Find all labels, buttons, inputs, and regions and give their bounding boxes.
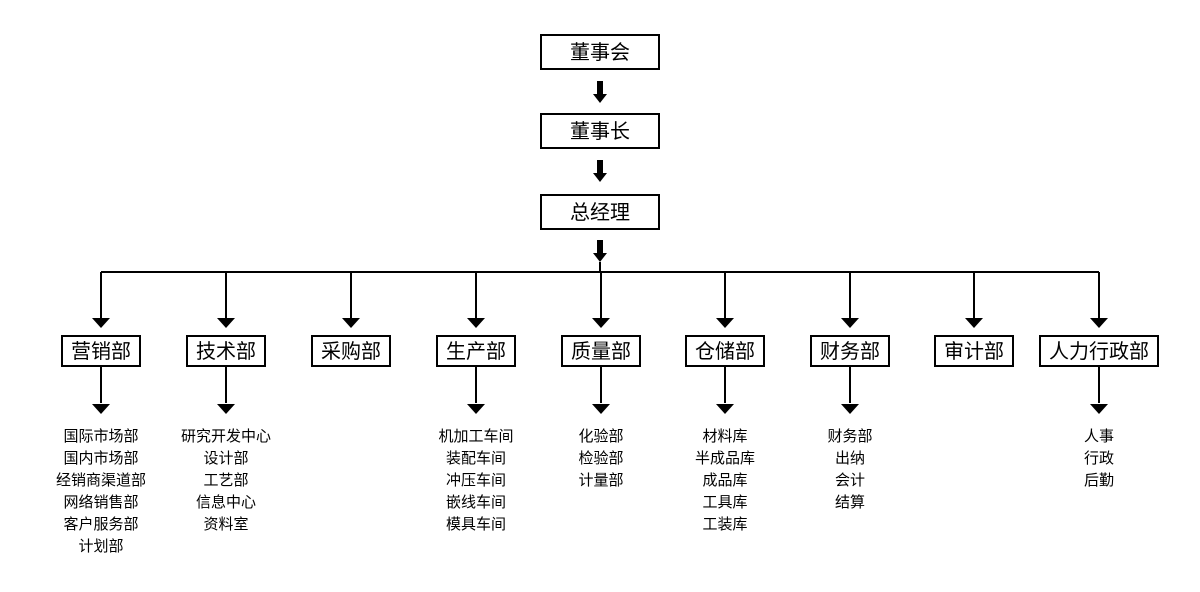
dept-box-6-label: 财务部 <box>820 339 880 363</box>
dept-box-8: 人力行政部 <box>1039 335 1159 367</box>
dept-box-1-label: 技术部 <box>196 339 256 363</box>
top-box-2-frame <box>540 194 660 230</box>
arrow-chain-1-shaft <box>597 81 603 94</box>
top-box-1: 董事长 <box>540 113 660 149</box>
dept-box-3: 生产部 <box>436 335 516 367</box>
sub-item: 化验部 <box>578 427 623 445</box>
dept-arrow-4 <box>592 318 610 328</box>
dept-box-3-frame <box>436 335 516 367</box>
dept-arrow-5 <box>716 318 734 328</box>
sub-item: 计量部 <box>578 471 623 489</box>
dept-box-7-label: 审计部 <box>944 339 1004 363</box>
dept-box-4-label: 质量部 <box>571 339 631 363</box>
top-box-1-frame <box>540 113 660 149</box>
sub-item: 工装库 <box>702 515 747 533</box>
dept-box-2: 采购部 <box>311 335 391 367</box>
dept-box-2-frame <box>311 335 391 367</box>
dept-arrow-2 <box>342 318 360 328</box>
arrow-chain-3-head <box>593 253 607 262</box>
arrow-chain-2-shaft <box>597 160 603 173</box>
sub-item: 工具库 <box>702 493 747 511</box>
sub-item: 信息中心 <box>196 493 256 511</box>
sub-arrow-8 <box>1090 404 1108 414</box>
top-box-0-label: 董事会 <box>570 40 630 64</box>
dept-box-7: 审计部 <box>934 335 1014 367</box>
sub-item: 经销商渠道部 <box>56 471 146 489</box>
sub-item: 行政 <box>1084 449 1114 467</box>
sub-item: 检验部 <box>578 449 623 467</box>
sub-item: 机加工车间 <box>438 427 513 445</box>
top-box-1-label: 董事长 <box>570 119 630 143</box>
top-box-0: 董事会 <box>540 34 660 70</box>
sub-arrow-5 <box>716 404 734 414</box>
dept-arrow-0 <box>92 318 110 328</box>
dept-arrow-3 <box>467 318 485 328</box>
dept-arrow-8 <box>1090 318 1108 328</box>
dept-box-1-frame <box>186 335 266 367</box>
dept-box-8-label: 人力行政部 <box>1049 339 1149 363</box>
arrow-chain-3 <box>593 240 607 262</box>
arrow-chain-1 <box>593 81 607 103</box>
dept-box-2-label: 采购部 <box>321 339 381 363</box>
sub-arrow-0 <box>92 404 110 414</box>
sub-arrow-6 <box>841 404 859 414</box>
sub-item: 出纳 <box>835 449 865 467</box>
sub-arrow-3 <box>467 404 485 414</box>
arrow-chain-3-shaft <box>597 240 603 253</box>
sub-item: 半成品库 <box>695 449 755 467</box>
sub-item: 客户服务部 <box>63 515 138 533</box>
sub-item: 研究开发中心 <box>181 427 271 445</box>
sub-item: 嵌线车间 <box>446 493 506 511</box>
sub-item: 财务部 <box>827 427 872 445</box>
sub-item: 冲压车间 <box>446 471 506 489</box>
sub-item: 设计部 <box>203 449 248 467</box>
sub-item: 会计 <box>835 471 865 489</box>
sub-item: 材料库 <box>702 427 747 445</box>
dept-box-3-label: 生产部 <box>446 339 506 363</box>
sub-item: 国际市场部 <box>63 427 138 445</box>
dept-box-1: 技术部 <box>186 335 266 367</box>
top-box-2: 总经理 <box>540 194 660 230</box>
sub-item: 装配车间 <box>446 449 506 467</box>
sub-item: 工艺部 <box>203 471 248 489</box>
sub-item: 国内市场部 <box>63 449 138 467</box>
top-box-0-frame <box>540 34 660 70</box>
sub-item: 网络销售部 <box>63 493 138 511</box>
sub-item: 模具车间 <box>446 515 506 533</box>
arrow-chain-2 <box>593 160 607 182</box>
dept-arrow-1 <box>217 318 235 328</box>
dept-box-4: 质量部 <box>561 335 641 367</box>
dept-box-5-frame <box>685 335 765 367</box>
dept-box-5: 仓储部 <box>685 335 765 367</box>
dept-box-7-frame <box>934 335 1014 367</box>
sub-item: 结算 <box>835 493 865 511</box>
sub-item: 计划部 <box>78 537 123 555</box>
top-box-2-label: 总经理 <box>570 200 630 224</box>
dept-box-5-label: 仓储部 <box>695 339 755 363</box>
dept-arrow-7 <box>965 318 983 328</box>
arrow-chain-2-head <box>593 173 607 182</box>
sub-arrow-1 <box>217 404 235 414</box>
dept-box-6-frame <box>810 335 890 367</box>
dept-box-6: 财务部 <box>810 335 890 367</box>
sub-item: 资料室 <box>203 515 248 533</box>
sub-item: 成品库 <box>702 471 747 489</box>
dept-arrow-6 <box>841 318 859 328</box>
arrow-chain-1-head <box>593 94 607 103</box>
dept-box-0: 营销部 <box>61 335 141 367</box>
sub-arrow-4 <box>592 404 610 414</box>
sub-item: 人事 <box>1084 427 1114 445</box>
sub-item: 后勤 <box>1084 471 1114 489</box>
dept-box-0-label: 营销部 <box>71 339 131 363</box>
